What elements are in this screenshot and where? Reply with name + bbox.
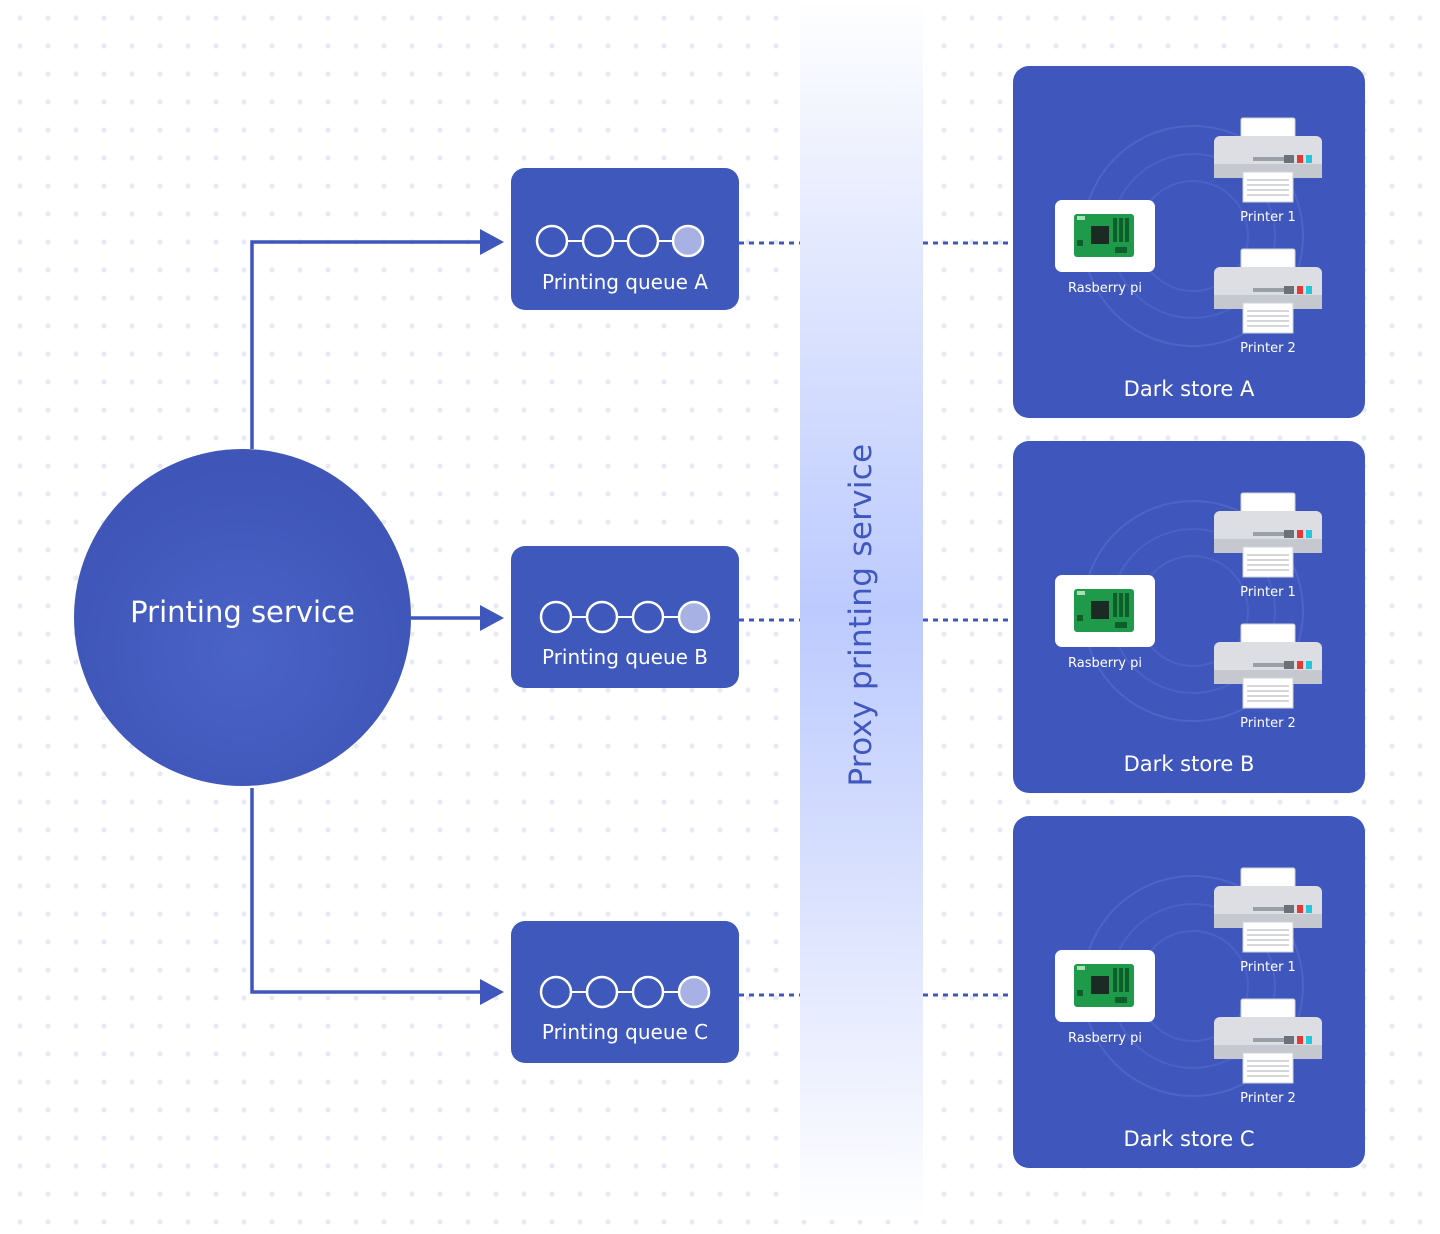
raspberry-pi-board-icon	[1074, 589, 1134, 632]
queue-item-empty	[535, 224, 569, 258]
dark-store-c: Rasberry pi Printer 1 Printer 2 Dark sto…	[1013, 816, 1365, 1168]
connector-service-queue-a	[250, 240, 486, 449]
printer-1-label: Printer 1	[1240, 960, 1296, 975]
queue-item-empty	[539, 600, 573, 634]
printer-icon	[1214, 492, 1322, 578]
raspberry-pi-card	[1055, 575, 1155, 647]
printing-queue-b: Printing queue B	[511, 546, 739, 688]
raspberry-pi-label: Rasberry pi	[1068, 656, 1142, 671]
arrow-head-icon	[480, 229, 504, 255]
dark-store-label: Dark store B	[1123, 752, 1255, 776]
queue-item-filled	[677, 600, 711, 634]
queue-item-filled	[677, 975, 711, 1009]
printer-2-label: Printer 2	[1240, 1091, 1296, 1106]
printer-icon	[1214, 998, 1322, 1084]
queue-items	[539, 975, 711, 1009]
raspberry-pi-board-icon	[1074, 214, 1134, 257]
arrow-head-icon	[480, 605, 504, 631]
raspberry-pi-card	[1055, 200, 1155, 272]
raspberry-pi-label: Rasberry pi	[1068, 281, 1142, 296]
connector-service-queue-c	[250, 788, 486, 994]
printer-2-label: Printer 2	[1240, 716, 1296, 731]
raspberry-pi-board-icon	[1074, 964, 1134, 1007]
queue-label: Printing queue B	[541, 645, 709, 669]
dark-store-a: Rasberry pi Printer 1 Printer 2 Dark sto…	[1013, 66, 1365, 418]
raspberry-pi-label: Rasberry pi	[1068, 1031, 1142, 1046]
printing-service-node: Printing service	[74, 449, 411, 786]
printing-queue-a: Printing queue A	[511, 168, 739, 310]
printer-icon	[1214, 867, 1322, 953]
queue-item-empty	[631, 975, 665, 1009]
queue-label: Printing queue A	[542, 270, 708, 294]
dark-store-label: Dark store C	[1123, 1127, 1255, 1151]
queue-item-empty	[539, 975, 573, 1009]
printer-icon	[1214, 117, 1322, 203]
queue-item-empty	[585, 600, 619, 634]
queue-item-empty	[581, 224, 615, 258]
printer-1-label: Printer 1	[1240, 585, 1296, 600]
queue-item-empty	[631, 600, 665, 634]
printer-icon	[1214, 623, 1322, 709]
printer-icon	[1214, 248, 1322, 334]
queue-items	[535, 224, 705, 258]
printer-1-label: Printer 1	[1240, 210, 1296, 225]
printing-service-label: Printing service	[130, 594, 355, 629]
queue-item-filled	[671, 224, 705, 258]
raspberry-pi-card	[1055, 950, 1155, 1022]
dark-store-b: Rasberry pi Printer 1 Printer 2 Dark sto…	[1013, 441, 1365, 793]
printer-2-label: Printer 2	[1240, 341, 1296, 356]
printing-queue-c: Printing queue C	[511, 921, 739, 1063]
arrow-head-icon	[480, 979, 504, 1005]
dark-store-label: Dark store A	[1123, 377, 1255, 401]
proxy-band	[800, 0, 923, 1220]
queue-items	[539, 600, 711, 634]
queue-item-empty	[626, 224, 660, 258]
queue-label: Printing queue C	[541, 1020, 709, 1044]
queue-item-empty	[585, 975, 619, 1009]
